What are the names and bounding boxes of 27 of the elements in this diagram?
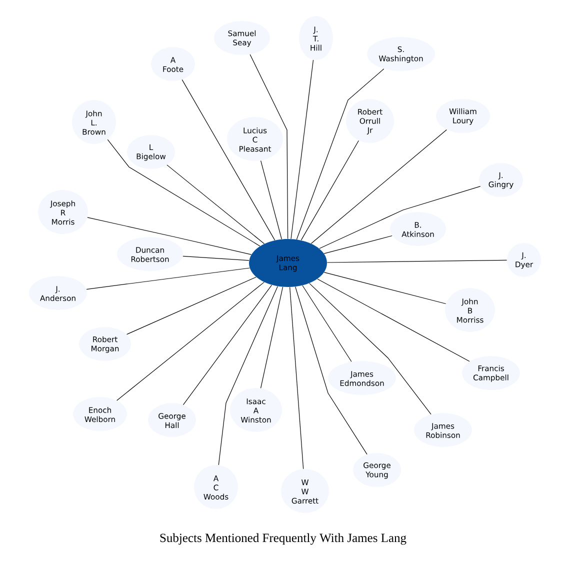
connector-line	[182, 284, 272, 406]
connector-line	[116, 282, 264, 401]
connector-line	[290, 286, 304, 470]
connector-line	[182, 79, 276, 240]
connector-line	[309, 282, 432, 415]
connector-line	[107, 139, 260, 246]
connector-line	[324, 272, 446, 304]
connector-line	[310, 129, 447, 244]
connector-line	[218, 286, 278, 466]
connector-line	[317, 278, 470, 362]
connector-line	[319, 186, 481, 249]
connector-line	[290, 60, 314, 240]
connector-line	[296, 68, 384, 240]
connector-line	[302, 285, 352, 362]
connector-line	[182, 256, 250, 261]
connector-line	[260, 286, 284, 388]
connector-line	[260, 160, 282, 240]
connector-line	[324, 235, 392, 254]
connector-line	[166, 164, 265, 244]
connector-line	[250, 54, 288, 240]
connector-line	[295, 286, 368, 455]
connector-line	[87, 217, 252, 255]
connector-line	[86, 268, 250, 290]
connector-line	[326, 260, 508, 263]
title: Subjects Mentioned Frequently With James Lang	[160, 533, 406, 545]
connector-line	[300, 140, 359, 240]
connector-line	[126, 276, 256, 335]
